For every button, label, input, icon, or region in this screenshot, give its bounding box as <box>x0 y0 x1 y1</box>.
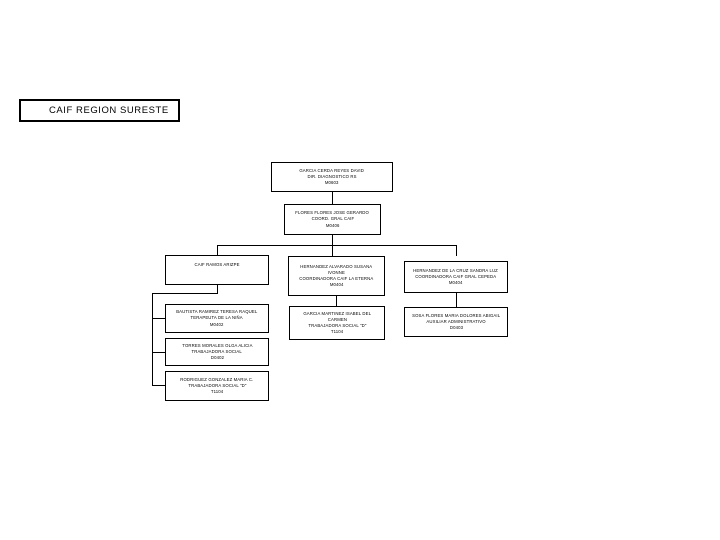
org-node-coordinadora-gral-cepeda[interactable]: HERNANDEZ DE LA CRUZ SANDRA LUZ COORDINA… <box>404 261 508 293</box>
org-node-trabajadora-social-rodriguez[interactable]: RODRIGUEZ GONZALEZ MARIA C. TRABAJADORA … <box>165 371 269 401</box>
org-node-trabajadora-social-torres[interactable]: TORRES MORALES OLGA ALICIA TRABAJADORA S… <box>165 338 269 366</box>
org-node-caif-ramos-arizpe[interactable]: CAIF RAMOS ARIZPE <box>165 255 269 285</box>
node-line-role: TRABAJADORA SOCIAL <box>191 348 243 354</box>
node-line-name: HERNANDEZ DE LA CRUZ SANDRA LUZ <box>413 267 499 273</box>
node-line-code: D0402 <box>210 355 224 361</box>
node-line-name: SOSA FLORES MARIA DOLORES ABIGAIL <box>411 312 501 318</box>
connector-n3-spine-stem <box>217 285 219 294</box>
node-line-name: TORRES MORALES OLGA ALICIA <box>181 342 253 348</box>
connector-left-spine <box>152 293 154 386</box>
node-line-name: GARCIA CERDA REYES DAVID <box>299 167 365 173</box>
node-line-name: GARCIA MARTINEZ ISABEL DEL <box>303 310 371 316</box>
node-line-role: TRABAJADORA SOCIAL "D" <box>307 323 367 328</box>
connector-bus-drop-left <box>217 245 219 256</box>
node-line-name: RODRIGUEZ GONZALEZ MARIA C. <box>180 376 254 382</box>
node-line-role: COORDINADORA CAIF GRAL CEPEDA <box>415 273 497 279</box>
org-node-director[interactable]: GARCIA CERDA REYES DAVID DIR. DIAGNOSTIC… <box>271 162 393 192</box>
org-node-coordinador-general[interactable]: FLORES FLORES JOSE GERARDO COORD. GRAL C… <box>284 204 381 235</box>
title-box: CAIF REGION SURESTE <box>19 99 180 122</box>
node-line-name: HERNANDEZ ALVARADO SUSANA <box>300 263 373 269</box>
connector-n3-spine-top <box>152 293 218 295</box>
connector-spine-stub-n8 <box>152 385 165 387</box>
node-line-code: T1104 <box>330 329 344 335</box>
node-line-name: BAUTISTA RAMIREZ TERESA RAQUEL <box>176 309 258 315</box>
connector-bus-horizontal <box>217 245 457 247</box>
connector-spine-stub-n6 <box>152 318 165 320</box>
org-node-coordinadora-la-eterna[interactable]: HERNANDEZ ALVARADO SUSANA IVONNE COORDIN… <box>288 256 385 296</box>
connector-spine-stub-n7 <box>152 352 165 354</box>
node-line-code: M0404 <box>329 282 344 288</box>
node-line-code: M0603 <box>325 180 339 186</box>
org-node-terapeuta[interactable]: BAUTISTA RAMIREZ TERESA RAQUEL TERAPEUTA… <box>165 304 269 333</box>
node-line-code: D0403 <box>449 325 463 331</box>
connector-n5-n10 <box>456 293 458 307</box>
node-line-code: M0406 <box>325 222 340 228</box>
connector-bus-drop-right <box>456 245 458 256</box>
org-node-auxiliar-administrativo[interactable]: SOSA FLORES MARIA DOLORES ABIGAIL AUXILI… <box>404 307 508 337</box>
node-line-name-cont: IVONNE <box>327 269 346 275</box>
page-title: CAIF REGION SURESTE <box>49 105 169 116</box>
node-line-code: T1104 <box>210 389 224 395</box>
node-line-role: TRABAJADORA SOCIAL "D" <box>187 382 247 388</box>
node-line-role: COORDINADORA CAIF LA ETERNA <box>299 276 374 281</box>
connector-bus-drop-middle <box>332 245 334 256</box>
node-line-code: M0404 <box>449 280 463 286</box>
node-line-name-cont: CARMEN <box>327 316 347 322</box>
node-line-role: AUXILIAR ADMINISTRATIVO <box>426 318 486 324</box>
node-line-name: FLORES FLORES JOSE GERARDO <box>295 210 370 216</box>
connector-n4-n9 <box>336 296 338 306</box>
connector-n2-bus-stem <box>332 235 334 246</box>
org-node-trabajadora-social-garcia[interactable]: GARCIA MARTINEZ ISABEL DEL CARMEN TRABAJ… <box>289 306 385 340</box>
node-line-code: M0402 <box>210 321 224 327</box>
connector-n1-n2 <box>332 191 334 205</box>
node-line-role: TERAPEUTA DE LA NIÑA <box>190 315 244 321</box>
node-line-role: DIR. DIAGNOSTICO RS <box>307 173 357 179</box>
node-line-name: CAIF RAMOS ARIZPE <box>194 262 240 267</box>
node-line-role: COORD. GRAL CAIF <box>311 216 354 222</box>
